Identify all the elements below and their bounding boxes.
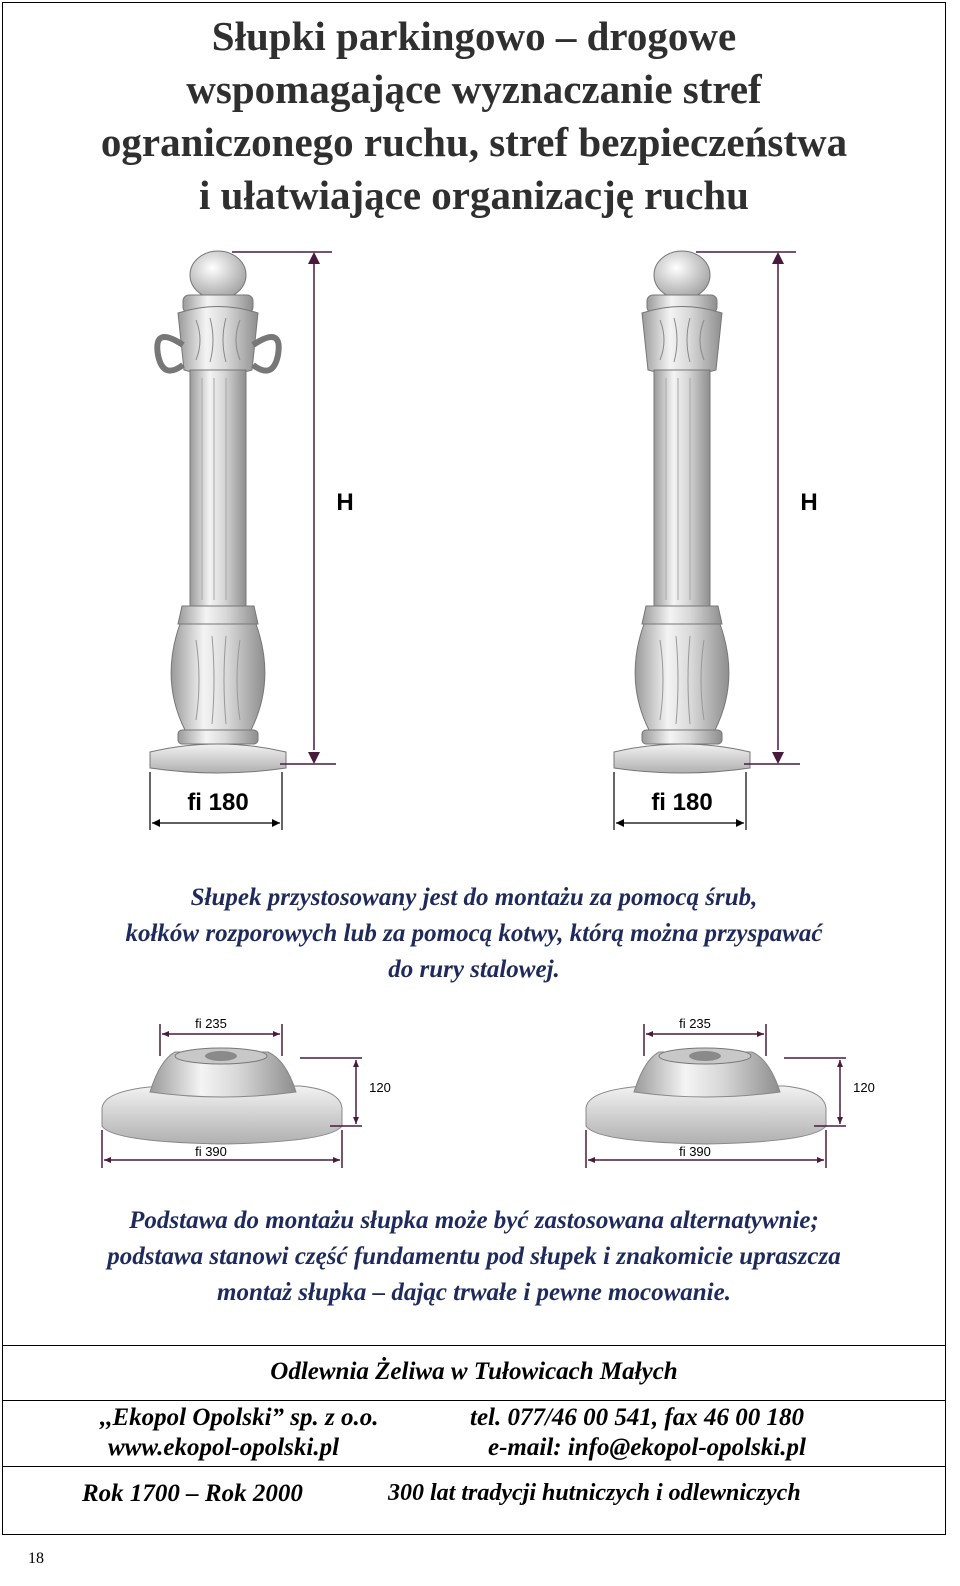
post-right-diameter-label: fi 180 xyxy=(651,789,712,816)
caption2-line-3: montaż słupka – dając trwałe i pewne moc… xyxy=(217,1279,731,1306)
caption2-line-1: Podstawa do montażu słupka może być zast… xyxy=(129,1207,819,1234)
post-left-diameter-label: fi 180 xyxy=(187,789,248,816)
post-right-height-label: H xyxy=(800,489,817,516)
years-label: Rok 1700 – Rok 2000 xyxy=(82,1480,303,1507)
base-right-drawing xyxy=(585,1047,827,1145)
base-description-caption: Podstawa do montażu słupka może być zast… xyxy=(2,1203,946,1311)
base-right-top-diameter: fi 235 xyxy=(679,1016,711,1031)
base-left-bottom-diameter: fi 390 xyxy=(195,1144,227,1159)
footer-divider-2 xyxy=(2,1400,946,1401)
title-line-2: wspomagające wyznaczanie stref xyxy=(186,66,762,112)
title-line-1: Słupki parkingowo – drogowe xyxy=(211,13,737,59)
company-website[interactable]: www.ekopol-opolski.pl xyxy=(108,1434,340,1461)
base-left-height: 120 xyxy=(369,1080,391,1095)
base-right-height: 120 xyxy=(853,1080,875,1095)
caption2-line-2: podstawa stanowi część fundamentu pod sł… xyxy=(107,1243,841,1270)
foundry-name: Odlewnia Żeliwa w Tułowicach Małych xyxy=(270,1358,678,1385)
page-title: Słupki parkingowo – drogowe wspomagające… xyxy=(2,10,946,222)
footer-divider-3 xyxy=(2,1466,946,1467)
company-phone: tel. 077/46 00 541, fax 46 00 180 xyxy=(470,1404,805,1431)
post-mounting-caption: Słupek przystosowany jest do montażu za … xyxy=(2,880,946,988)
base-left-drawing xyxy=(101,1047,343,1145)
page-frame xyxy=(2,2,946,1535)
page-number: 18 xyxy=(28,1550,44,1567)
footer-divider-1 xyxy=(2,1345,946,1346)
post-left-height-label: H xyxy=(336,489,353,516)
company-email[interactable]: e-mail: info@ekopol-opolski.pl xyxy=(488,1434,806,1461)
caption1-line-2: kołków rozporowych lub za pomocą kotwy, … xyxy=(125,920,823,947)
title-line-4: i ułatwiające organizację ruchu xyxy=(199,172,749,218)
post-left-drawing xyxy=(149,250,287,774)
tradition-label: 300 lat tradycji hutniczych i odlewniczy… xyxy=(388,1480,801,1506)
base-right-bottom-diameter: fi 390 xyxy=(679,1144,711,1159)
caption1-line-1: Słupek przystosowany jest do montażu za … xyxy=(190,884,758,911)
base-left-top-diameter: fi 235 xyxy=(195,1016,227,1031)
company-name: ,,Ekopol Opolski” sp. z o.o. xyxy=(100,1404,379,1431)
title-line-3: ograniczonego ruchu, stref bezpieczeństw… xyxy=(100,119,848,165)
post-right-drawing xyxy=(613,250,751,774)
caption1-line-3: do rury stalowej. xyxy=(388,956,560,983)
